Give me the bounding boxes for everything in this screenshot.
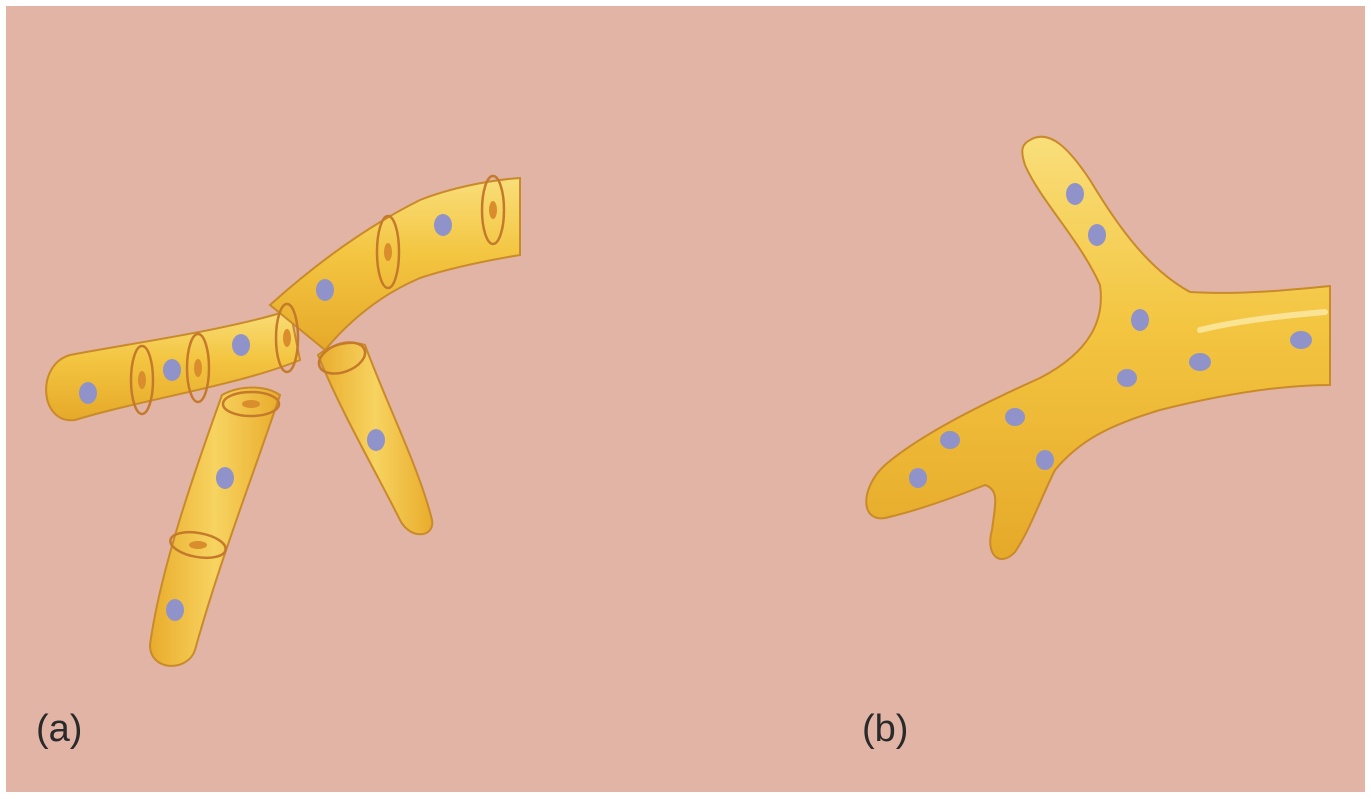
hypha-b-body — [866, 137, 1330, 559]
nucleus — [940, 431, 960, 449]
nucleus — [909, 468, 927, 488]
nucleus — [316, 279, 334, 301]
nucleus — [1066, 183, 1084, 205]
nucleus — [163, 359, 181, 381]
nucleus — [1005, 408, 1025, 426]
nucleus — [434, 214, 452, 236]
nucleus — [1088, 224, 1106, 246]
hypha-a-left-down-branch — [150, 388, 280, 666]
septate-hypha-a — [46, 176, 520, 666]
nucleus — [1117, 369, 1137, 387]
nucleus — [367, 429, 385, 451]
nucleus — [1131, 309, 1149, 331]
panel-label-b: (b) — [862, 710, 908, 748]
nucleus — [1189, 353, 1211, 371]
coenocytic-hypha-b — [866, 137, 1330, 559]
nucleus — [79, 382, 97, 404]
nucleus — [166, 599, 184, 621]
panel-label-a: (a) — [36, 710, 82, 748]
nucleus — [1036, 450, 1054, 470]
nucleus — [1290, 331, 1312, 349]
nucleus — [232, 334, 250, 356]
nucleus — [216, 467, 234, 489]
